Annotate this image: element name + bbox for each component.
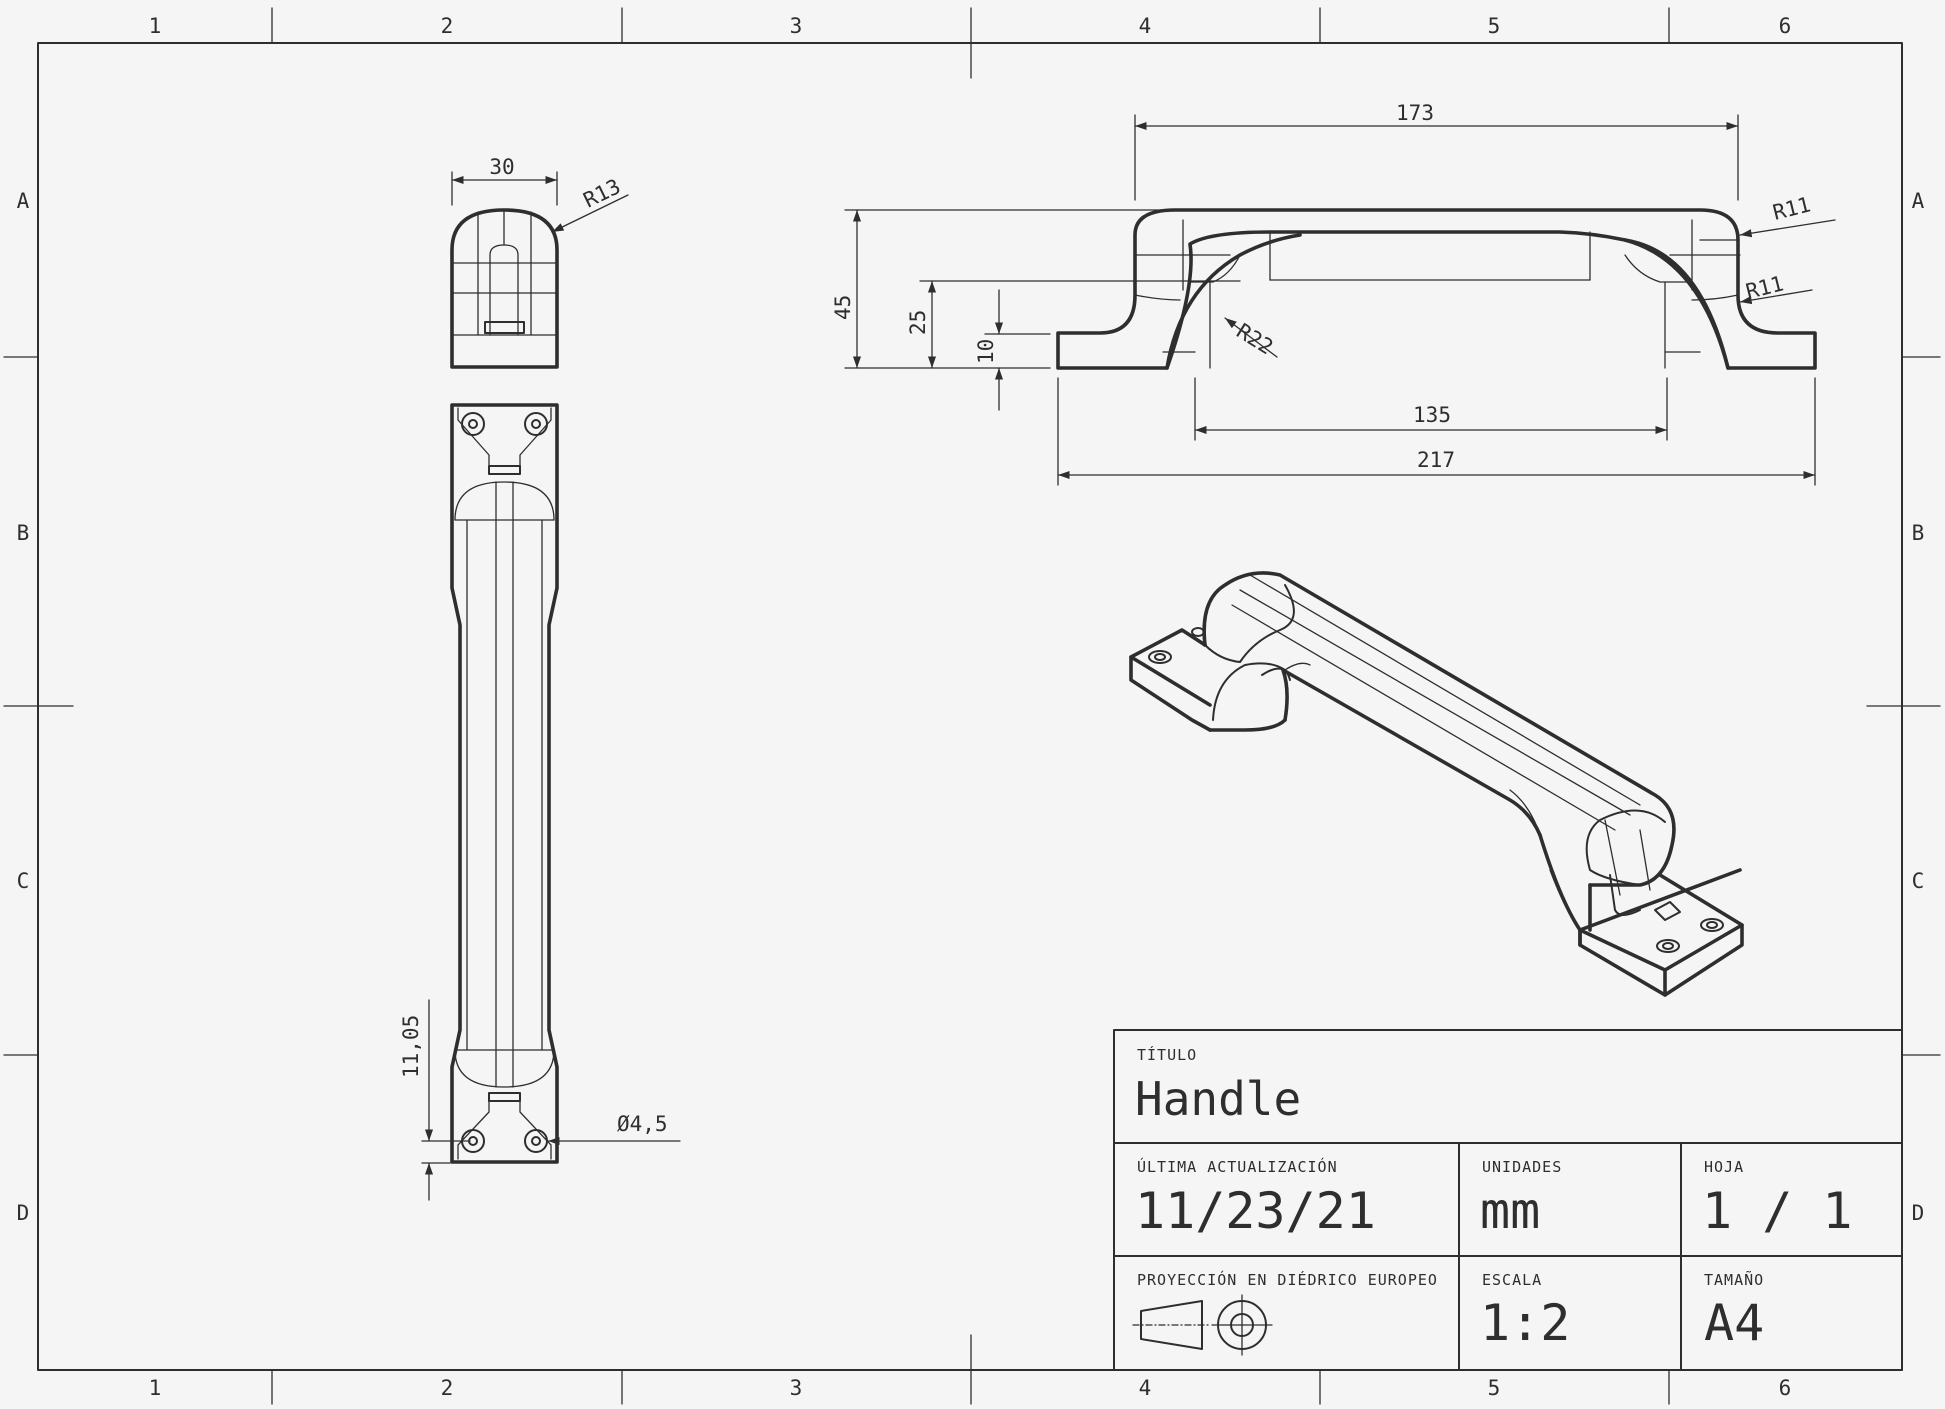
- grid-col-1-top: 1: [149, 14, 162, 38]
- grid-col-2-top: 2: [441, 14, 454, 38]
- front-view: [1056, 208, 1817, 370]
- grid-row-c-left: C: [17, 869, 30, 893]
- grid-col-1-bottom: 1: [149, 1376, 162, 1400]
- dim-front-top-length: 173: [1396, 101, 1434, 125]
- updated-date: 11/23/21: [1135, 1182, 1376, 1240]
- grid-col-5-top: 5: [1488, 14, 1501, 38]
- drawing-border: [37, 42, 1903, 1371]
- updated-label: ÚLTIMA ACTUALIZACIÓN: [1137, 1157, 1338, 1176]
- dim-front-radius-upper: R11: [1770, 192, 1813, 224]
- dim-front-radius-lower: R11: [1743, 271, 1786, 303]
- title-block-frame: [1113, 1029, 1903, 1371]
- grid-col-3-top: 3: [790, 14, 803, 38]
- plan-view-dims: [421, 999, 681, 1201]
- dim-top-radius: R13: [580, 174, 625, 212]
- size-label: TAMAÑO: [1704, 1270, 1764, 1289]
- projection-label: PROYECCIÓN EN DIÉDRICO EUROPEO: [1137, 1270, 1438, 1289]
- projection-symbol-icon: [1132, 1294, 1273, 1356]
- dim-front-mid-height: 25: [906, 310, 930, 335]
- end-view-dims: [451, 171, 629, 233]
- sheet-value: 1 / 1: [1702, 1182, 1853, 1240]
- dim-hole-offset: 11,05: [399, 1015, 423, 1078]
- grid-row-a-right: A: [1912, 189, 1925, 213]
- end-view: [450, 208, 559, 369]
- grid-col-5-bottom: 5: [1488, 1376, 1501, 1400]
- dim-front-height: 45: [831, 295, 855, 320]
- grid-col-4-bottom: 4: [1139, 1376, 1152, 1400]
- dim-front-base-height: 10: [974, 339, 998, 364]
- size-value: A4: [1704, 1294, 1764, 1352]
- grid-col-3-bottom: 3: [790, 1376, 803, 1400]
- units-label: UNIDADES: [1482, 1158, 1562, 1176]
- grid-row-b-right: B: [1912, 521, 1925, 545]
- dim-top-width: 30: [489, 155, 514, 179]
- grid-col-4-top: 4: [1139, 14, 1152, 38]
- grid-row-b-left: B: [17, 521, 30, 545]
- sheet-label: HOJA: [1704, 1158, 1744, 1176]
- title-label: TÍTULO: [1137, 1045, 1197, 1064]
- grid-col-6-top: 6: [1779, 14, 1792, 38]
- dim-front-inner-length: 135: [1413, 403, 1451, 427]
- units-value: mm: [1480, 1182, 1540, 1240]
- grid-row-d-right: D: [1912, 1201, 1925, 1225]
- grid-row-c-right: C: [1912, 869, 1925, 893]
- plan-view: [450, 403, 559, 1164]
- dim-hole-diameter: Ø4,5: [617, 1112, 668, 1136]
- scale-label: ESCALA: [1482, 1271, 1542, 1289]
- grid-col-2-bottom: 2: [441, 1376, 454, 1400]
- grid-row-d-left: D: [17, 1201, 30, 1225]
- drawing-title: Handle: [1135, 1072, 1301, 1126]
- grid-row-a-left: A: [17, 189, 30, 213]
- grid-col-6-bottom: 6: [1779, 1376, 1792, 1400]
- isometric-view: [1129, 571, 1744, 997]
- scale-value: 1:2: [1480, 1294, 1570, 1352]
- zone-ticks: [3, 7, 1941, 1405]
- dim-front-inner-radius: R22: [1232, 319, 1277, 359]
- front-view-dims: [844, 114, 1836, 486]
- dim-front-total-length: 217: [1417, 448, 1455, 472]
